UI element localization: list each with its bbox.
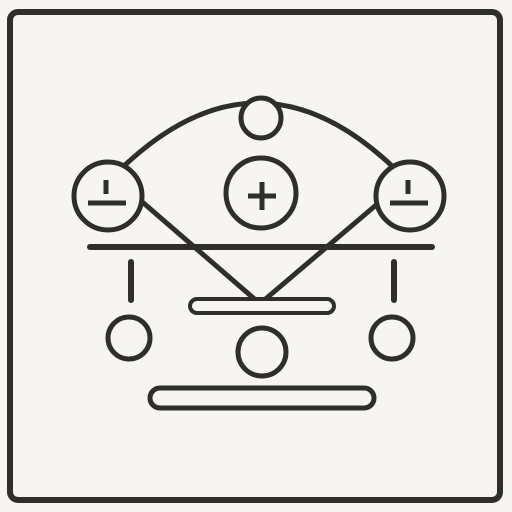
base-platform [147,385,377,411]
top-node-circle [238,95,284,141]
left-diagonal-line [138,198,260,304]
middle-platform [188,297,336,315]
plus-icon [248,182,276,210]
bottom-left-circle [105,314,153,362]
minus-over-bar-icon [88,180,126,206]
minus-over-bar-icon [390,180,428,206]
right-node-circle [373,159,447,233]
bottom-right-circle [368,314,416,362]
left-node-circle [71,159,145,233]
frame-border [7,9,503,503]
bottom-center-circle [235,325,289,379]
right-diagonal-line [260,198,384,304]
